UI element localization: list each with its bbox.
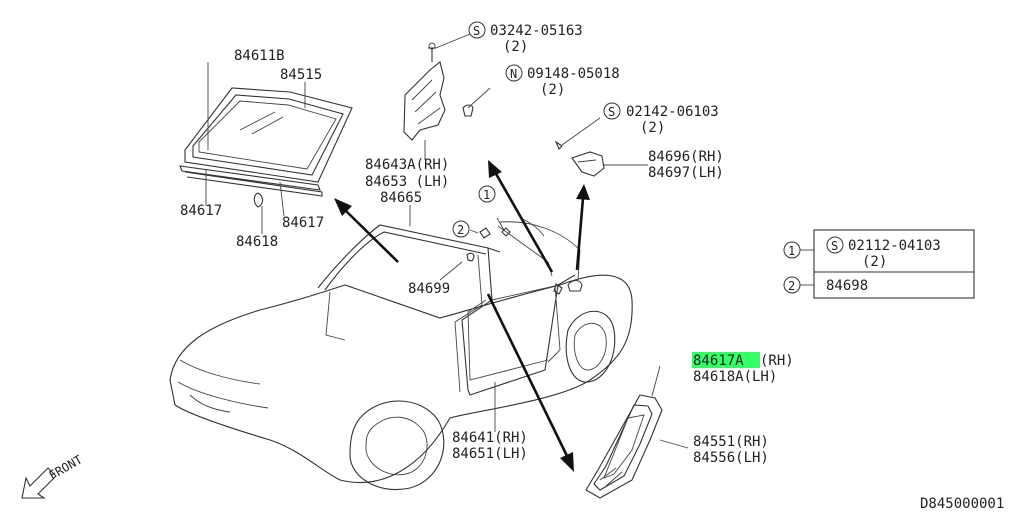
legend-row1-qty: (2)	[862, 254, 887, 270]
hinge-bracket-drawing	[403, 33, 491, 160]
label-84551: 84551(RH)	[693, 434, 769, 450]
label-84696: 84696(RH)	[648, 149, 724, 165]
direction-arrows	[334, 160, 590, 472]
label-84651: 84651(LH)	[452, 446, 528, 462]
s-marker-02142-text: S	[608, 105, 615, 119]
car-body-drawing	[169, 217, 633, 491]
label-84618: 84618	[236, 234, 278, 250]
label-84641: 84641(RH)	[452, 430, 528, 446]
label-84617a[interactable]: 84617A	[693, 353, 744, 369]
label-84617-left: 84617	[180, 203, 222, 219]
label-84653: 84653 (LH)	[365, 174, 449, 190]
label-03242-qty: (2)	[503, 39, 528, 55]
label-84515: 84515	[280, 67, 322, 83]
callout-1-marker	[478, 185, 496, 203]
legend-marker-2-text: 2	[788, 279, 795, 293]
diagram-id: D845000001	[920, 496, 1004, 512]
legend-row1-part: 02112-04103	[848, 238, 941, 254]
windshield-leaders	[205, 62, 306, 234]
n-marker-09148	[505, 64, 523, 82]
label-84665: 84665	[380, 190, 422, 206]
legend-s-marker-text: S	[831, 239, 838, 253]
label-84611b: 84611B	[234, 48, 285, 64]
label-02142: 02142-06103	[626, 104, 719, 120]
n-marker-09148-text: N	[510, 67, 517, 81]
label-84618a: 84618A(LH)	[693, 369, 777, 385]
highlight-84617a	[692, 352, 760, 368]
label-84643a: 84643A(RH)	[365, 157, 449, 173]
label-09148-qty: (2)	[540, 82, 565, 98]
label-84617a-rh: (RH)	[760, 353, 794, 369]
side-bracket-drawing	[554, 117, 648, 177]
legend-marker-1-text: 1	[788, 244, 795, 258]
label-02142-qty: (2)	[640, 120, 665, 136]
callout-1-text: 1	[483, 188, 490, 202]
s-marker-03242-text: S	[473, 24, 480, 38]
label-84699: 84699	[408, 281, 450, 297]
quarter-window-drawing	[585, 365, 689, 499]
s-marker-03242	[468, 21, 486, 39]
s-marker-02142	[603, 102, 621, 120]
front-direction-indicator: FRONT	[21, 452, 85, 499]
callout-2-text: 2	[457, 223, 464, 237]
legend-s-marker	[826, 236, 844, 254]
callout-legend: 1 S 02112-04103 (2) 2 84698	[783, 229, 975, 299]
front-label: FRONT	[47, 452, 85, 482]
label-84556: 84556(LH)	[693, 450, 769, 466]
legend-marker-2	[783, 276, 801, 294]
windshield-drawing	[179, 87, 353, 208]
label-03242: 03242-05163	[490, 23, 583, 39]
callout-2-marker	[452, 220, 470, 238]
label-84617-right: 84617	[282, 215, 324, 231]
label-84697: 84697(LH)	[648, 165, 724, 181]
legend-row2-part: 84698	[826, 278, 868, 294]
label-09148: 09148-05018	[527, 66, 620, 82]
legend-marker-1	[783, 241, 801, 259]
car-leaders	[409, 205, 505, 432]
